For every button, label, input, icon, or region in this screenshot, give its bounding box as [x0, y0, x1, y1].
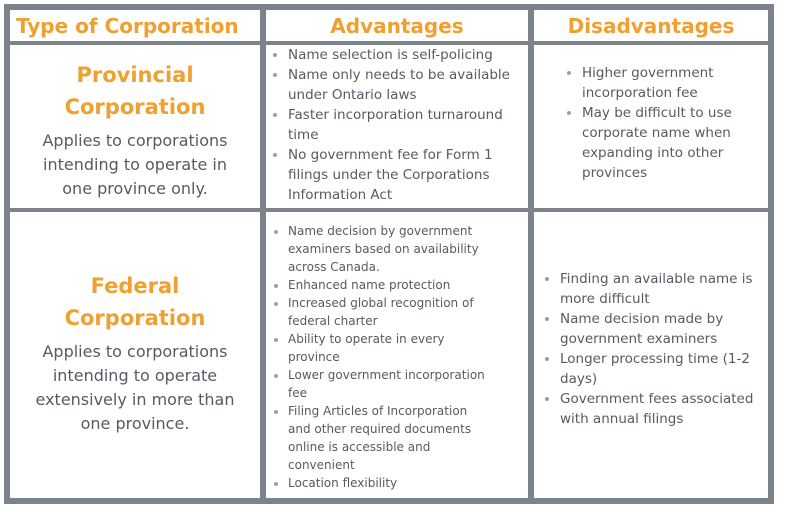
provincial-advantages-list: Name selection is self-policing Name onl…	[266, 45, 520, 205]
list-item: Name selection is self-policing	[288, 45, 520, 65]
provincial-disadvantages-cell: Higher government incorporation fee May …	[534, 45, 768, 208]
list-item: Increased global recognition of federal …	[288, 294, 498, 330]
list-item: Location flexibility	[288, 474, 498, 492]
federal-advantages-list: Name decision by government examiners ba…	[266, 222, 498, 492]
list-item: Finding an available name is more diffic…	[560, 269, 760, 309]
header-advantages-label: Advantages	[330, 13, 464, 38]
header-advantages: Advantages	[266, 10, 528, 41]
list-item: Faster incorporation turnaround time	[288, 105, 520, 145]
list-item: Filing Articles of Incorporation and oth…	[288, 402, 498, 474]
federal-type-cell: Federal Corporation Applies to corporati…	[10, 212, 260, 498]
provincial-advantages-cell: Name selection is self-policing Name onl…	[266, 45, 528, 208]
list-item: Name only needs to be available under On…	[288, 65, 520, 105]
list-item: May be difficult to use corporate name w…	[582, 103, 758, 183]
list-item: Longer processing time (1-2 days)	[560, 349, 760, 389]
provincial-title-line2: Corporation	[64, 95, 206, 119]
provincial-description: Applies to corporations intending to ope…	[42, 131, 228, 198]
provincial-title-line1: Provincial	[76, 63, 194, 87]
header-disadvantages: Disadvantages	[534, 10, 768, 41]
corporation-comparison-table: Type of Corporation Advantages Disadvant…	[4, 4, 774, 504]
list-item: Higher government incorporation fee	[582, 63, 758, 103]
federal-title-line1: Federal	[90, 274, 180, 298]
federal-title-line2: Corporation	[64, 306, 206, 330]
list-item: Lower government incorporation fee	[288, 366, 498, 402]
list-item: Government fees associated with annual f…	[560, 389, 760, 429]
federal-disadvantages-list: Finding an available name is more diffic…	[538, 269, 760, 429]
list-item: Ability to operate in every province	[288, 330, 498, 366]
provincial-disadvantages-list: Higher government incorporation fee May …	[560, 63, 758, 183]
provincial-type-cell: Provincial Corporation Applies to corpor…	[10, 45, 260, 208]
federal-disadvantages-cell: Finding an available name is more diffic…	[534, 212, 768, 498]
header-disadvantages-label: Disadvantages	[567, 13, 735, 38]
list-item: No government fee for Form 1 filings und…	[288, 145, 520, 205]
list-item: Name decision made by government examine…	[560, 309, 760, 349]
list-item: Name decision by government examiners ba…	[288, 222, 498, 276]
list-item: Enhanced name protection	[288, 276, 498, 294]
federal-advantages-cell: Name decision by government examiners ba…	[266, 212, 528, 498]
federal-description: Applies to corporations intending to ope…	[35, 342, 235, 433]
header-type-label: Type of Corporation	[16, 13, 239, 38]
header-type-of-corporation: Type of Corporation	[10, 10, 260, 41]
